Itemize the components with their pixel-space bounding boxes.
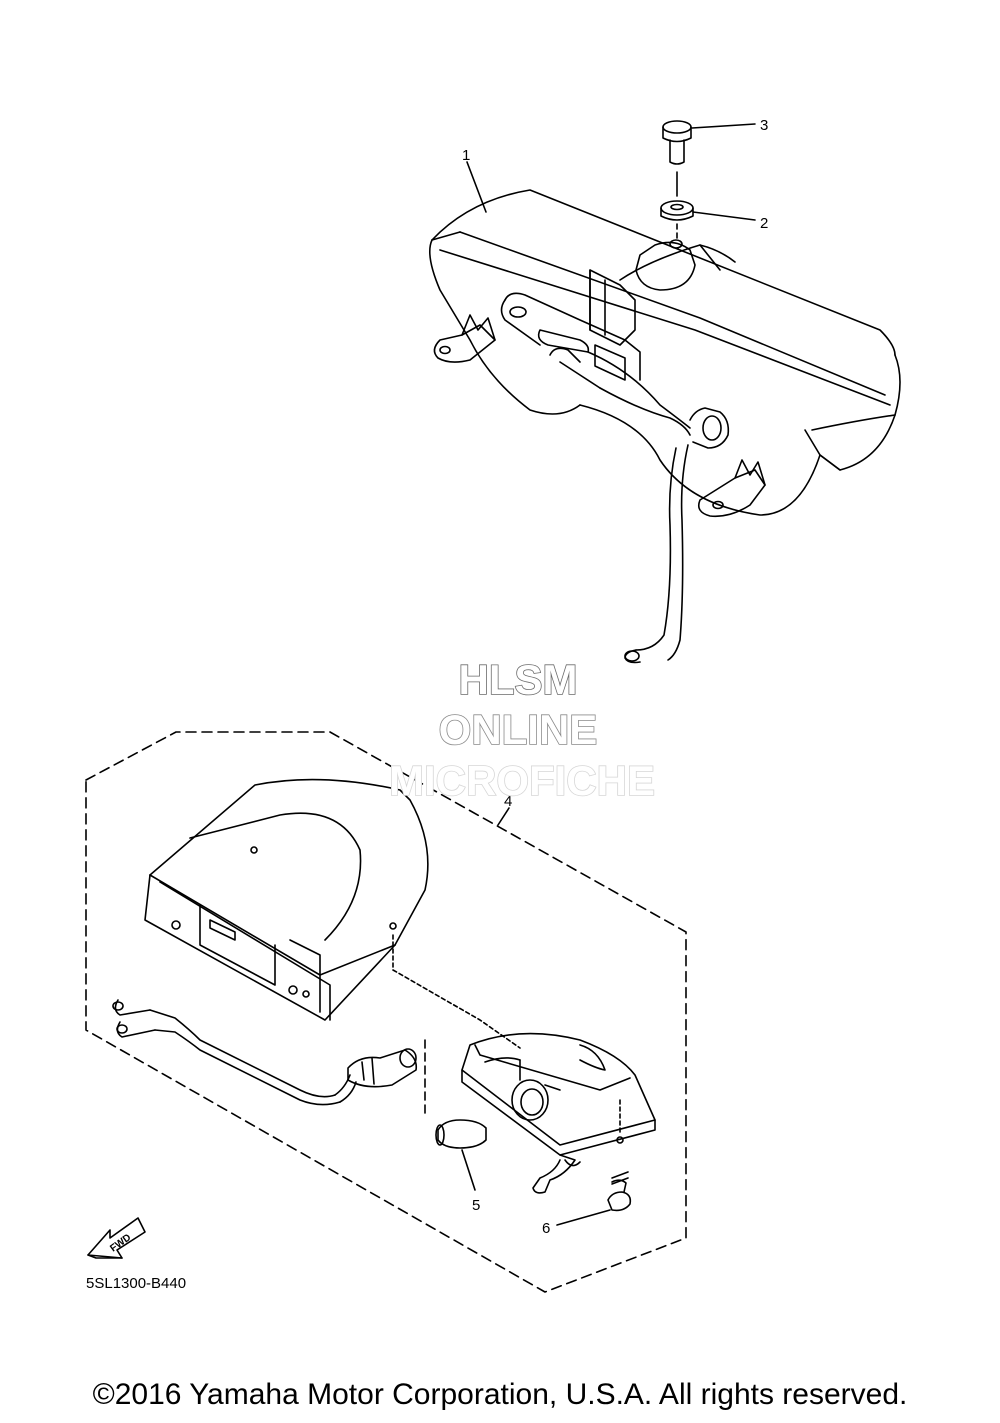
callout-4: 4	[504, 793, 512, 810]
diagram-code: 5SL1300-B440	[86, 1275, 186, 1292]
fwd-direction-arrow	[87, 1217, 146, 1259]
callout-1: 1	[462, 147, 470, 164]
part-2-collar	[660, 200, 756, 241]
watermark-line-2: ONLINE	[439, 706, 598, 753]
part-1-tail-light-assembly	[429, 189, 901, 664]
callout-5: 5	[472, 1197, 480, 1214]
part-4-leader	[497, 807, 510, 826]
callout-6: 6	[542, 1220, 550, 1237]
copyright-notice: ©2016 Yamaha Motor Corporation, U.S.A. A…	[92, 1378, 908, 1411]
license-light-lens-bracket	[461, 1032, 656, 1194]
fwd-label: FWD	[108, 1232, 133, 1254]
callout-3: 3	[760, 117, 768, 134]
callout-2: 2	[760, 215, 768, 232]
license-light-housing	[144, 778, 521, 1049]
part-6-screw	[556, 1171, 632, 1226]
part-1-leader	[466, 161, 487, 213]
watermark-line-3: MICROFICHE	[389, 757, 655, 804]
license-light-socket	[347, 1039, 426, 1119]
watermark-line-1: HLSM	[459, 656, 578, 703]
license-light-wire-harness	[112, 999, 357, 1106]
part-3-bolt	[662, 120, 756, 197]
part-4-kit-boundary	[85, 731, 687, 1293]
part-5-bulb	[435, 1119, 487, 1191]
